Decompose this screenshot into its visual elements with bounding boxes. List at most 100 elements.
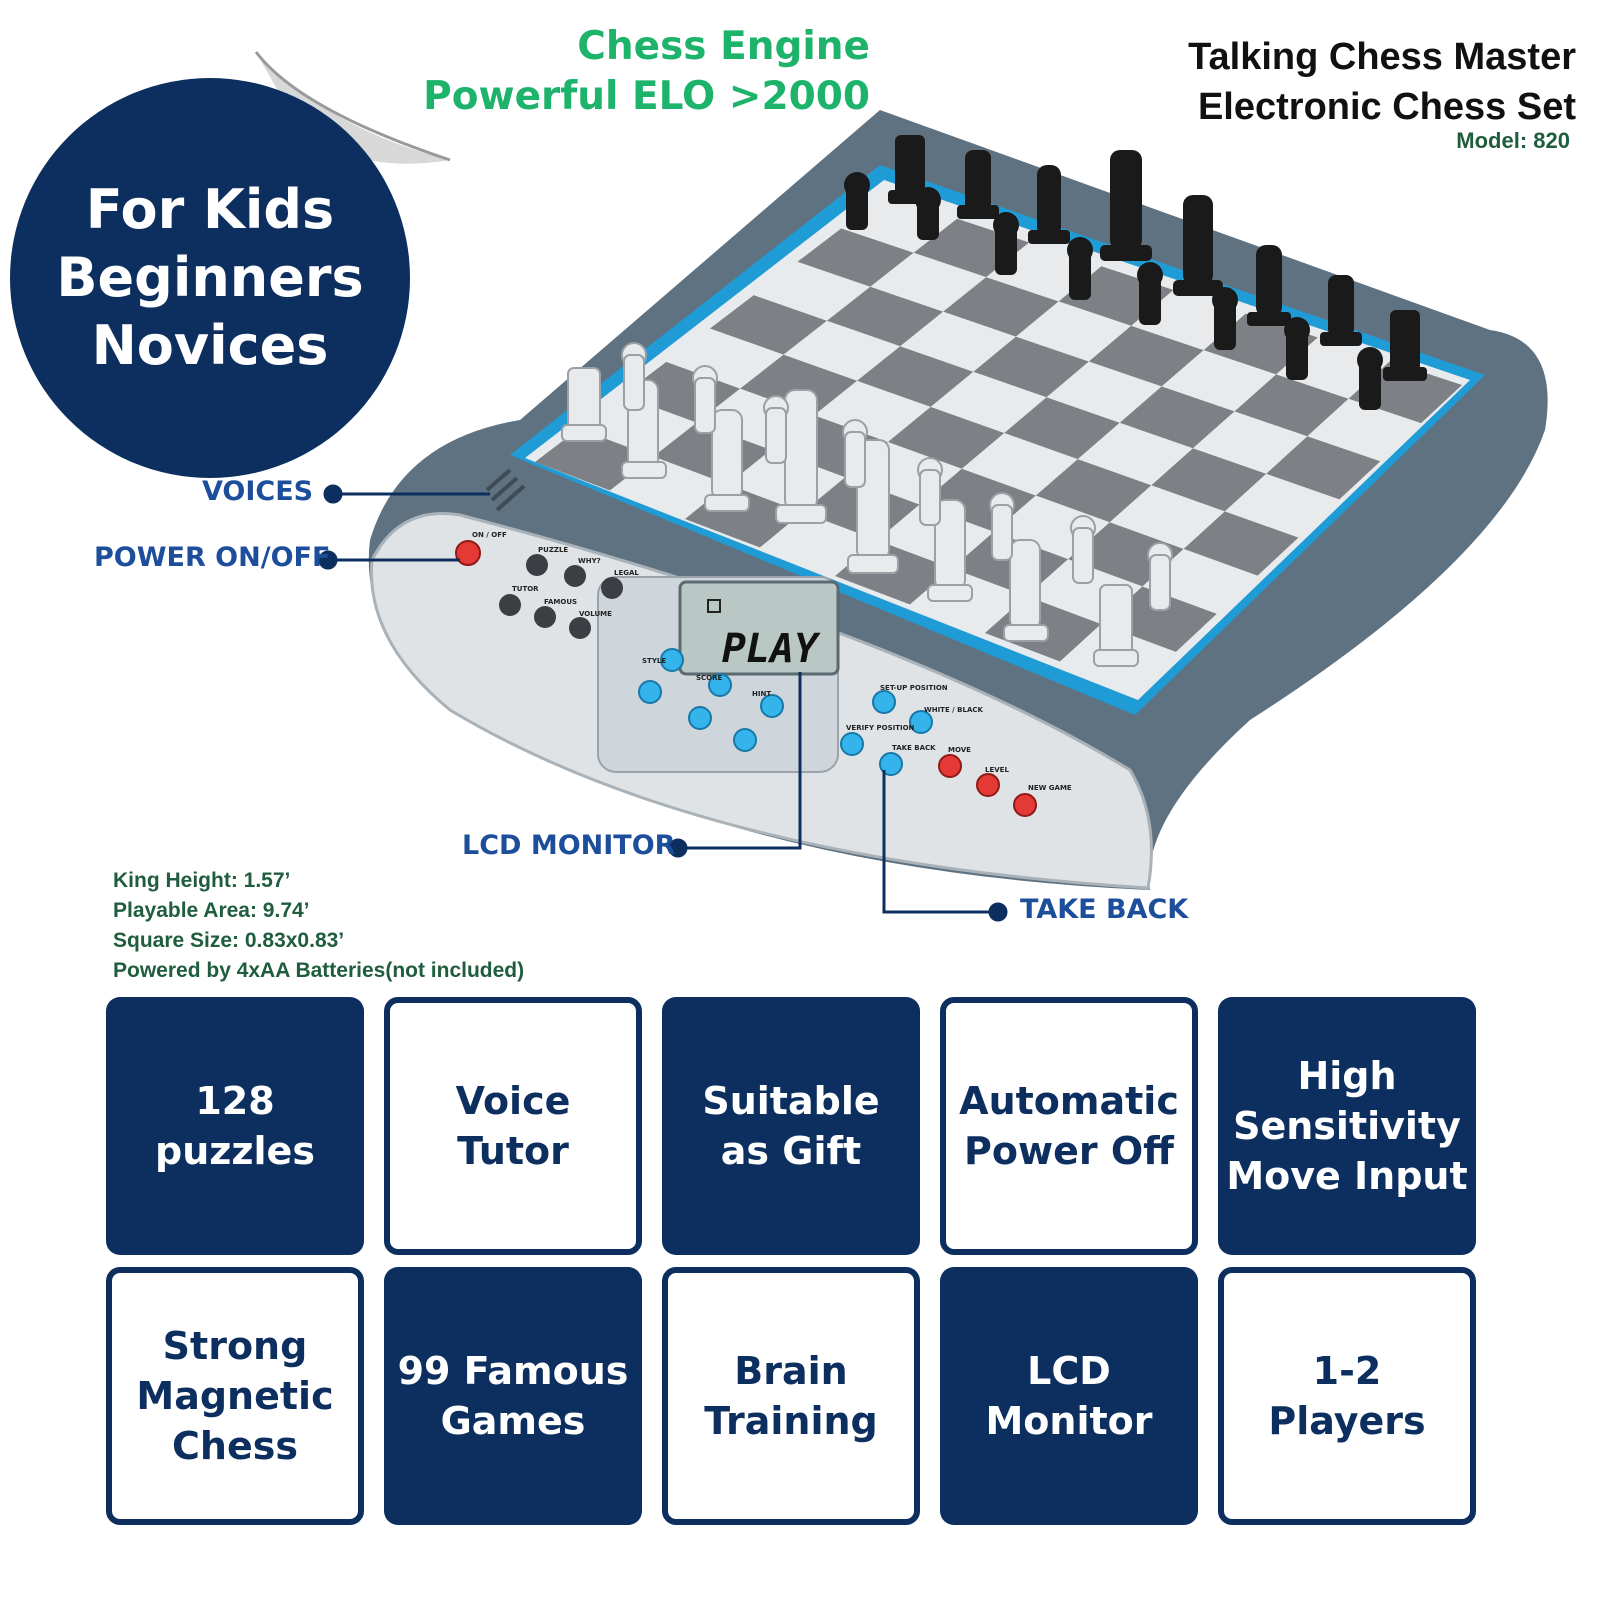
device-label-style: STYLE (642, 657, 666, 665)
feature-tile: Automatic Power Off (940, 997, 1198, 1255)
audience-novices: Novices (91, 314, 329, 377)
power-button[interactable] (455, 540, 481, 566)
device-label-take-back: TAKE BACK (892, 744, 936, 752)
product-title: Talking Chess Master Electronic Chess Se… (1080, 32, 1576, 132)
function-buttons[interactable] (499, 554, 623, 639)
feature-tile: LCD Monitor (940, 1267, 1198, 1525)
board-square (1151, 448, 1267, 512)
device-label-legal: LEGAL (614, 569, 639, 577)
board-square (888, 406, 1005, 469)
board-square (1161, 350, 1277, 412)
feature-tile: Suitable as Gift (662, 997, 920, 1255)
white-pieces (561, 342, 1173, 667)
feature-label: High Sensitivity Move Input (1226, 1054, 1468, 1198)
spec-square-size: Square Size: 0.83x0.83’ (113, 929, 345, 952)
title-line-2: Electronic Chess Set (1197, 86, 1576, 128)
board-square (1088, 325, 1204, 387)
feature-label: Brain Training (704, 1349, 878, 1443)
board-square (943, 277, 1059, 337)
device-label-move: MOVE (948, 746, 971, 754)
feature-label: 99 Famous Games (397, 1349, 629, 1443)
board-square (930, 371, 1047, 433)
feature-label: Automatic Power Off (959, 1079, 1179, 1173)
feature-label: Suitable as Gift (702, 1079, 880, 1173)
feature-label: 1-2 Players (1268, 1349, 1426, 1443)
board-square (1307, 398, 1422, 462)
callout-power: POWER ON/OFF (94, 542, 331, 573)
board-square (814, 380, 931, 442)
black-pieces (844, 135, 1427, 410)
feature-tile: High Sensitivity Move Input (1218, 997, 1476, 1255)
chess-engine-claim: Chess Engine Powerful ELO >2000 (400, 22, 870, 122)
board-square (753, 261, 871, 321)
device-label-level: LEVEL (985, 766, 1009, 774)
game-control-buttons[interactable] (938, 754, 1037, 817)
board-square (1109, 485, 1225, 549)
board-square (1224, 473, 1340, 538)
feature-label: Voice Tutor (455, 1079, 571, 1173)
engine-line-2: Powerful ELO >2000 (423, 74, 870, 119)
board-square (1016, 301, 1132, 362)
speaker-grille (485, 468, 526, 512)
board-square (666, 328, 784, 389)
feature-label: 128 puzzles (155, 1079, 315, 1173)
device-label-new-game: NEW GAME (1028, 784, 1072, 792)
board-square (740, 354, 858, 416)
callout-voices: VOICES (202, 476, 314, 507)
lcd-keypad-buttons[interactable] (638, 648, 933, 776)
device-label-tutor: TUTOR (512, 585, 539, 593)
board-square (900, 311, 1016, 372)
board-square (1119, 386, 1235, 449)
board-square (710, 295, 827, 355)
device-label-famous: FAMOUS (544, 598, 577, 606)
board-square (1193, 411, 1308, 474)
board-square (1142, 548, 1258, 614)
board-square (973, 336, 1089, 398)
spec-playable-area: Playable Area: 9.74’ (113, 899, 310, 922)
board-square (961, 433, 1078, 496)
board-square (1046, 361, 1162, 423)
board-square (870, 252, 987, 312)
lcd-text: PLAY (722, 626, 821, 672)
device-label-volume: VOLUME (579, 610, 612, 618)
feature-tile: 99 Famous Games (384, 1267, 642, 1525)
title-line-1: Talking Chess Master (1188, 36, 1576, 78)
board-square (1077, 422, 1193, 486)
spec-list: King Height: 1.57’ Playable Area: 9.74’ … (113, 866, 524, 986)
device-label-score: SCORE (696, 674, 723, 682)
feature-label: Strong Magnetic Chess (136, 1324, 334, 1468)
spec-king-height: King Height: 1.57’ (113, 869, 291, 892)
feature-tile: 128 puzzles (106, 997, 364, 1255)
board-square (1234, 374, 1349, 437)
device-label-verify-position: VERIFY POSITION (846, 724, 915, 732)
board-square (783, 320, 901, 381)
feature-label: LCD Monitor (985, 1349, 1153, 1443)
board-square (857, 346, 974, 407)
engine-line-1: Chess Engine (577, 24, 870, 69)
board-square (1266, 436, 1381, 500)
device-label-setup-position: SET-UP POSITION (880, 684, 948, 692)
device-label-hint: HINT (752, 690, 771, 698)
callout-lines (318, 484, 1008, 922)
feature-tile: Brain Training (662, 1267, 920, 1525)
board-square (1004, 397, 1120, 460)
audience-beginners: Beginners (56, 246, 364, 309)
model-number: Model: 820 (1456, 128, 1570, 153)
take-back-button (879, 752, 903, 776)
device-label-on-off: ON / OFF (472, 531, 507, 539)
callout-take-back: TAKE BACK (1020, 894, 1189, 925)
board-square (1183, 511, 1299, 576)
audience-badge: For Kids Beginners Novices (10, 78, 410, 478)
callout-lcd: LCD MONITOR (462, 830, 676, 861)
spec-batteries: Powered by 4xAA Batteries(not included) (113, 959, 525, 982)
board-square (797, 228, 914, 287)
device-label-white-black: WHITE / BLACK (924, 706, 984, 714)
feature-tile: 1-2 Players (1218, 1267, 1476, 1525)
device-label-why: WHY? (578, 557, 601, 565)
board-square (827, 286, 944, 347)
device-label-puzzle: PUZZLE (538, 546, 568, 554)
feature-tile: Voice Tutor (384, 997, 642, 1255)
feature-tile: Strong Magnetic Chess (106, 1267, 364, 1525)
board-square (1035, 459, 1152, 523)
